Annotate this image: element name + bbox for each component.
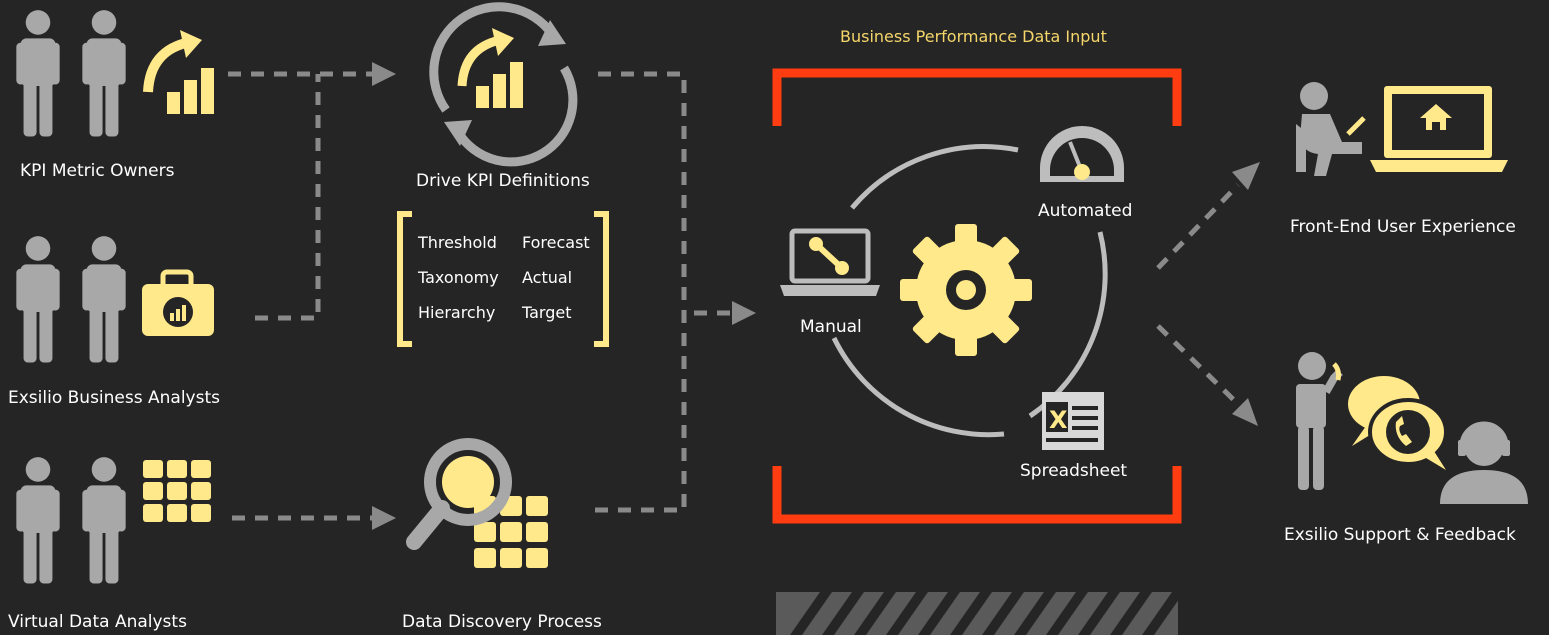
connector-input-to-frontend (1156, 183, 1240, 270)
definition-term: Hierarchy (418, 303, 495, 322)
person-icon (82, 457, 126, 584)
growth-chart-icon (143, 30, 214, 114)
automated-label: Automated (1038, 201, 1132, 221)
gauge-icon (1040, 126, 1124, 182)
kpi-label: Drive KPI Definitions (416, 171, 590, 191)
user-laptop-icon (1296, 82, 1508, 176)
arrow-head (372, 62, 396, 86)
manual-method: Manual (780, 228, 880, 337)
definition-term: Target (521, 303, 572, 322)
support-call-icon (1296, 352, 1528, 504)
input-frame (772, 68, 1182, 524)
group-label: Exsilio Business Analysts (8, 388, 220, 408)
definition-term: Threshold (417, 233, 497, 252)
definitions-brackets (397, 211, 609, 347)
output-support: Exsilio Support & Feedback (1284, 352, 1528, 545)
definition-term: Taxonomy (417, 268, 499, 287)
spreadsheet-label: Spreadsheet (1020, 461, 1127, 481)
connector-input-to-support (1156, 324, 1240, 406)
output-label: Exsilio Support & Feedback (1284, 525, 1516, 545)
connector-kpi-to-input (590, 71, 687, 513)
person-icon (82, 236, 126, 363)
refresh-chart-icon (429, 2, 578, 167)
hatch-bar (776, 592, 1178, 635)
definition-term: Actual (522, 268, 572, 287)
group-label: Virtual Data Analysts (8, 612, 187, 632)
group-exsilio-business-analysts: Exsilio Business Analysts (8, 236, 220, 408)
automated-method: Automated (1038, 126, 1132, 221)
grid-icon (143, 460, 211, 522)
manual-label: Manual (800, 317, 862, 337)
definitions-list: Threshold Taxonomy Hierarchy Forecast Ac… (417, 233, 590, 322)
person-icon (16, 10, 60, 137)
person-icon (82, 10, 126, 137)
arrow-head (372, 506, 396, 530)
definition-term: Forecast (522, 233, 590, 252)
person-icon (16, 457, 60, 584)
magnifier-grid-icon (406, 438, 548, 568)
discovery-label: Data Discovery Process (402, 612, 602, 632)
connectors (228, 71, 1240, 521)
arrow-head (1232, 398, 1258, 426)
spreadsheet-method: X Spreadsheet (1020, 392, 1127, 481)
svg-text:X: X (1049, 406, 1068, 434)
arrow-head (732, 301, 756, 325)
output-label: Front-End User Experience (1290, 217, 1516, 237)
briefcase-chart-icon (142, 269, 214, 336)
gear-icon (900, 224, 1032, 356)
arrow-head (1232, 162, 1260, 190)
excel-icon: X (1042, 392, 1104, 450)
connector-analysts-to-kpi (255, 74, 321, 321)
diagram-title: Business Performance Data Input (840, 27, 1107, 46)
data-discovery: Data Discovery Process (402, 438, 602, 632)
group-label: KPI Metric Owners (20, 161, 175, 181)
group-virtual-data-analysts: Virtual Data Analysts (8, 457, 211, 632)
arrowheads (372, 62, 1260, 530)
laptop-wrench-icon (780, 228, 880, 296)
person-icon (16, 236, 60, 363)
kpi-definitions: Drive KPI Definitions Threshold Taxonomy… (397, 2, 609, 347)
group-kpi-metric-owners: KPI Metric Owners (16, 10, 214, 181)
output-front-end: Front-End User Experience (1290, 82, 1516, 237)
